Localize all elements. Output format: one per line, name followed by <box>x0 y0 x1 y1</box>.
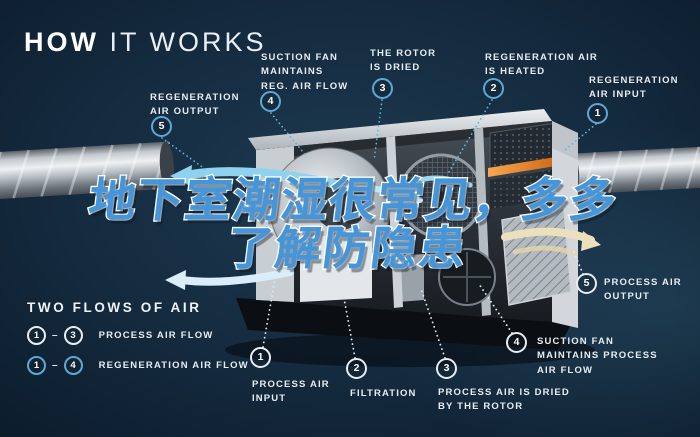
badge-process-air-input: 1 <box>250 347 271 368</box>
badge-reg-air-output: 5 <box>151 116 172 137</box>
legend-row-process: 1 – 3 PROCESS AIR FLOW <box>27 326 249 345</box>
legend-circle-process-from: 1 <box>27 326 46 345</box>
badge-reg-air-heated: 2 <box>483 78 504 99</box>
callout-filtration: FILTRATION <box>350 388 417 399</box>
leader-lines-process <box>262 249 584 359</box>
legend-dash: – <box>52 360 58 371</box>
callout-suction-fan-process: SUCTION FAN MAINTAINS PROCESS AIR FLOW <box>537 336 658 376</box>
badge-filtration: 2 <box>346 358 367 379</box>
legend-dash: – <box>52 330 58 341</box>
left-duct <box>0 141 175 201</box>
legend-circle-process-to: 3 <box>63 326 83 345</box>
legend-label-process: PROCESS AIR FLOW <box>98 330 214 341</box>
badge-suction-fan-reg: 4 <box>260 91 281 112</box>
legend-circle-reg-to: 4 <box>63 356 83 375</box>
badge-reg-air-input: 1 <box>587 103 608 124</box>
air-flow-arrows <box>165 165 601 290</box>
callout-suction-fan-reg: SUCTION FAN MAINTAINS REG. AIR FLOW <box>261 52 349 92</box>
badge-suction-fan-process: 4 <box>506 332 527 353</box>
legend: TWO FLOWS OF AIR 1 – 3 PROCESS AIR FLOW … <box>27 300 249 375</box>
badge-process-air-output: 5 <box>576 273 597 294</box>
headline-line2: 了解防隐患 <box>223 221 472 276</box>
callout-reg-air-input: REGENERATION AIR INPUT <box>589 75 679 101</box>
leader-lines-regeneration <box>161 99 597 173</box>
page-title: HOW IT WORKS <box>24 27 267 58</box>
callout-rotor-is-dried: THE ROTOR IS DRIED <box>370 48 437 74</box>
callout-regeneration-air-output: REGENERATION AIR OUTPUT <box>150 92 240 118</box>
legend-circle-reg-from: 1 <box>27 356 46 375</box>
machine-body <box>225 109 595 367</box>
callout-process-air-output: PROCESS AIR OUTPUT <box>604 277 682 303</box>
callout-process-air-dried: PROCESS AIR IS DRIED BY THE ROTOR <box>438 387 570 413</box>
headline-overlay: 地下室潮湿很常见，多多 了解防隐患 <box>0 172 700 276</box>
callout-reg-air-heated: REGENERATION AIR IS HEATED <box>485 52 598 78</box>
callout-process-air-input: PROCESS AIR INPUT <box>252 379 330 405</box>
legend-label-regeneration: REGENERATION AIR FLOW <box>98 360 249 371</box>
legend-row-regeneration: 1 – 4 REGENERATION AIR FLOW <box>27 356 249 375</box>
badge-process-air-dried: 3 <box>436 358 457 379</box>
legend-heading: TWO FLOWS OF AIR <box>27 300 202 315</box>
title-bold: HOW <box>24 27 99 57</box>
headline-line1: 地下室潮湿很常见，多多 <box>84 172 621 228</box>
badge-rotor-is-dried: 3 <box>372 78 393 99</box>
title-light: IT WORKS <box>98 27 267 57</box>
